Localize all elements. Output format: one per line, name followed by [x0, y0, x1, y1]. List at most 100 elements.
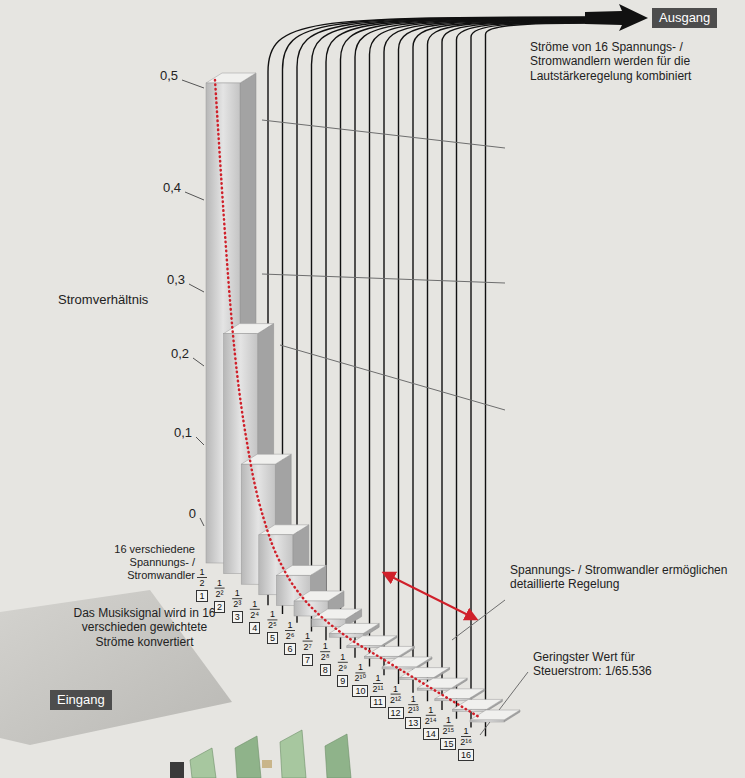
- fraction-denominator: 2¹⁶: [460, 737, 472, 747]
- wire: [442, 22, 592, 710]
- converter-number-box: 12: [388, 707, 404, 719]
- fraction-numerator: 1: [235, 588, 240, 598]
- wire-group: [268, 17, 592, 736]
- bar-top: [206, 73, 256, 83]
- fraction-numerator: 1: [463, 726, 468, 736]
- converter-number-box: 7: [302, 654, 313, 666]
- fraction-denominator: 2¹⁴: [425, 716, 437, 726]
- converter-number-box: 1: [196, 590, 207, 602]
- bar-front: [382, 667, 416, 669]
- node-text: 3: [235, 612, 240, 622]
- wire: [312, 18, 593, 631]
- tick-line: [193, 358, 204, 366]
- leader-line: [452, 600, 505, 640]
- fraction-denominator: 2¹¹: [373, 684, 384, 694]
- wire: [428, 21, 593, 701]
- fraction-numerator: 1: [252, 599, 257, 609]
- fraction-denominator: 2³: [233, 599, 241, 609]
- leader-line: [262, 120, 505, 148]
- fraction-denominator: 2: [199, 578, 204, 588]
- fraction-denominator: 2¹²: [390, 695, 401, 705]
- wire: [283, 17, 593, 614]
- fraction-bar: [303, 641, 313, 642]
- node-text: Ausgang: [659, 10, 710, 26]
- node-text: 7: [305, 655, 310, 665]
- node-text: Eingang: [57, 692, 105, 708]
- fraction-denominator: 2⁴: [250, 610, 259, 620]
- annotation: Das Musiksignal wird in 16 verschieden g…: [72, 606, 217, 649]
- fraction-bar: [408, 704, 418, 705]
- fraction-bar: [443, 725, 453, 726]
- converter-number-box: 4: [249, 622, 260, 634]
- fraction-bar: [338, 662, 348, 663]
- converter-number-box: 2: [214, 601, 225, 613]
- fraction-bar: [197, 577, 207, 578]
- converter-number-box: 15: [440, 738, 456, 750]
- annotation: Ströme von 16 Spannungs- / Stromwandlern…: [530, 40, 742, 83]
- wire: [413, 21, 592, 693]
- node-text: 12: [391, 708, 401, 718]
- wire: [326, 19, 592, 641]
- converter-number-box: 8: [320, 664, 331, 676]
- fraction-numerator: 1: [393, 684, 398, 694]
- node-text: 1: [199, 591, 204, 601]
- node-text: 5: [270, 633, 275, 643]
- bar-top: [364, 646, 414, 656]
- wire: [355, 19, 592, 657]
- tick-line: [182, 80, 204, 88]
- node-text: 11: [373, 697, 382, 707]
- node-text: 13: [408, 718, 418, 728]
- fraction-denominator: 2⁹: [338, 663, 347, 673]
- io-tag: Eingang: [50, 690, 112, 710]
- bar-top: [294, 591, 344, 601]
- fraction-numerator: 1: [270, 609, 275, 619]
- fraction-bar: [373, 683, 383, 684]
- node-text: 10: [355, 686, 365, 696]
- fraction-denominator: 2¹⁵: [443, 726, 455, 736]
- fraction-numerator: 1: [323, 641, 328, 651]
- fraction-denominator: 2⁵: [268, 620, 277, 630]
- bar-top: [276, 565, 326, 575]
- axis-tick-label: 0,2: [157, 346, 189, 362]
- converter-number-box: 6: [284, 643, 295, 655]
- fraction-denominator: 2⁸: [321, 652, 330, 662]
- fraction-bar: [250, 609, 260, 610]
- wire: [486, 23, 593, 736]
- converter-number-box: 10: [352, 685, 368, 697]
- fraction-denominator: 2¹³: [408, 705, 419, 715]
- tick-line: [185, 192, 204, 200]
- range-arrow: [384, 573, 476, 619]
- fraction-bar: [391, 694, 401, 695]
- node-text: 9: [340, 676, 345, 686]
- fraction-numerator: 1: [375, 673, 380, 683]
- fraction-bar: [215, 588, 225, 589]
- leader-line: [262, 274, 505, 283]
- axis-tick-label: 0,4: [149, 180, 181, 196]
- fraction-numerator: 1: [287, 620, 292, 630]
- fraction-bar: [285, 630, 295, 631]
- fraction-denominator: 2²: [216, 589, 224, 599]
- bar-front: [470, 720, 504, 722]
- fraction-bar: [461, 736, 471, 737]
- fraction-numerator: 1: [446, 715, 451, 725]
- wire: [341, 19, 593, 649]
- fraction-denominator: 2¹⁰: [355, 673, 367, 683]
- converter-number-box: 9: [337, 675, 348, 687]
- fraction-bar: [232, 598, 242, 599]
- input-plane: [0, 590, 232, 745]
- fraction-numerator: 1: [199, 567, 204, 577]
- leader-line: [280, 345, 505, 410]
- annotation: Geringster Wert für Steuerstrom: 1/65.53…: [533, 650, 683, 679]
- node-text: 16: [461, 750, 471, 760]
- wire: [471, 23, 592, 728]
- tick-line: [189, 284, 204, 292]
- bar-top: [452, 699, 502, 709]
- circuit-picture: [170, 730, 351, 778]
- fraction-numerator: 1: [358, 662, 363, 672]
- wire: [457, 22, 593, 719]
- ratio-curve: [215, 80, 479, 717]
- bar-top: [400, 668, 450, 678]
- fraction-denominator: 2⁷: [303, 642, 311, 652]
